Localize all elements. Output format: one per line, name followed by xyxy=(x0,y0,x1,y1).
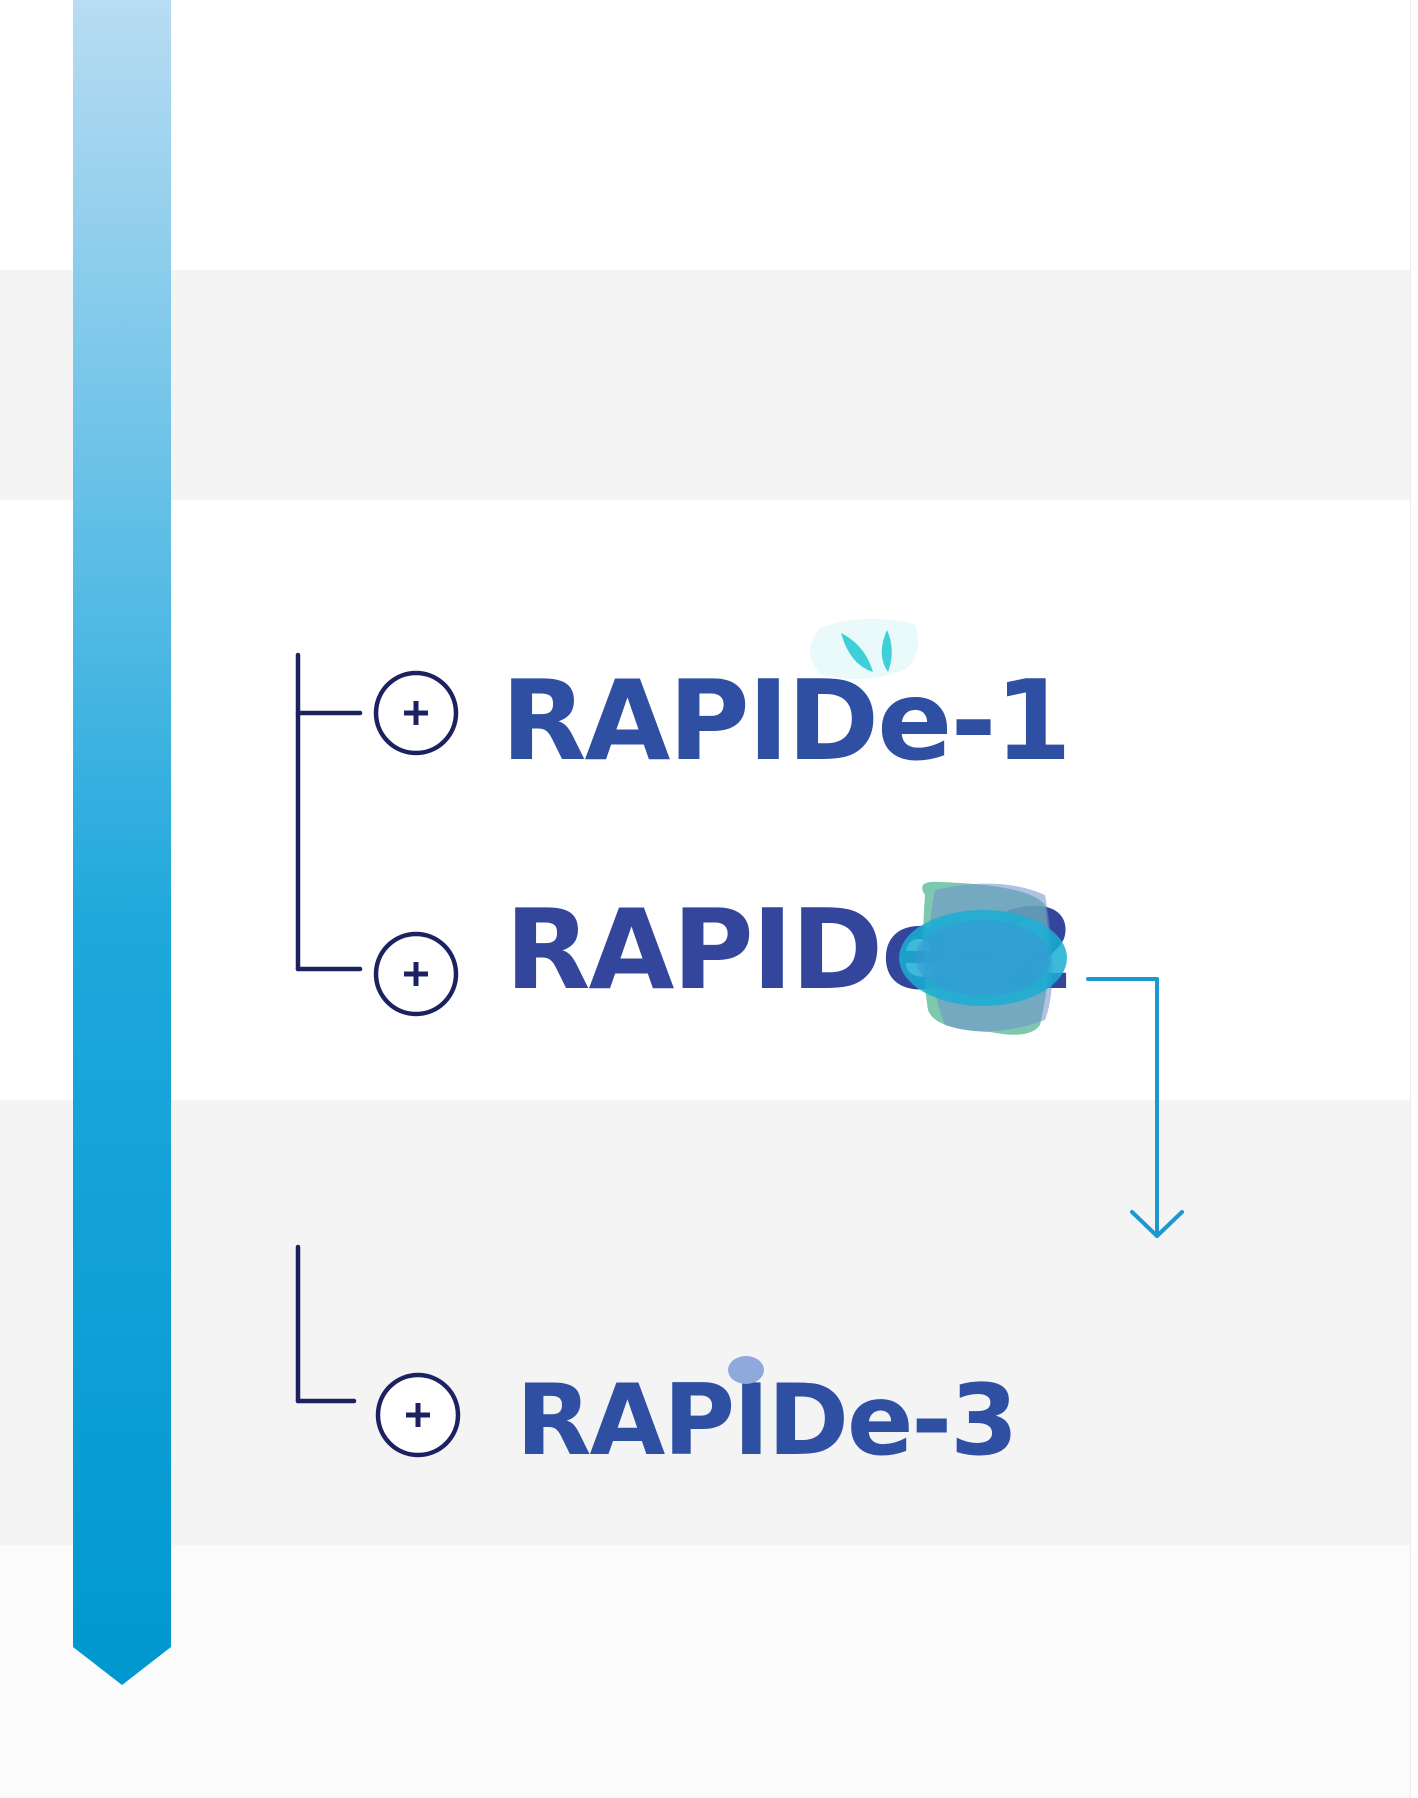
connector-group-1 xyxy=(295,652,363,972)
rapide-2-wordmark: RAPIDe-2 xyxy=(505,895,1076,1006)
rapide-2-label: RAPIDe-2 xyxy=(505,886,1076,1015)
band-1 xyxy=(0,0,1410,270)
band-4 xyxy=(0,1100,1410,1545)
flow-arrow xyxy=(1086,977,1184,1238)
band-5 xyxy=(0,1545,1410,1798)
right-edge xyxy=(1410,0,1418,1798)
timeline-bar xyxy=(73,0,171,1685)
rapide-1-wordmark: RAPIDe-1 xyxy=(501,666,1072,777)
band-2 xyxy=(0,270,1410,500)
rapide-3-label: RAPIDe-3 xyxy=(516,1364,1018,1478)
connector-group-2 xyxy=(295,1244,357,1404)
rapide-1-label: RAPIDe-1 xyxy=(501,657,1072,786)
band-3 xyxy=(0,500,1410,1100)
rapide-3-wordmark: RAPIDe-3 xyxy=(516,1372,1018,1470)
